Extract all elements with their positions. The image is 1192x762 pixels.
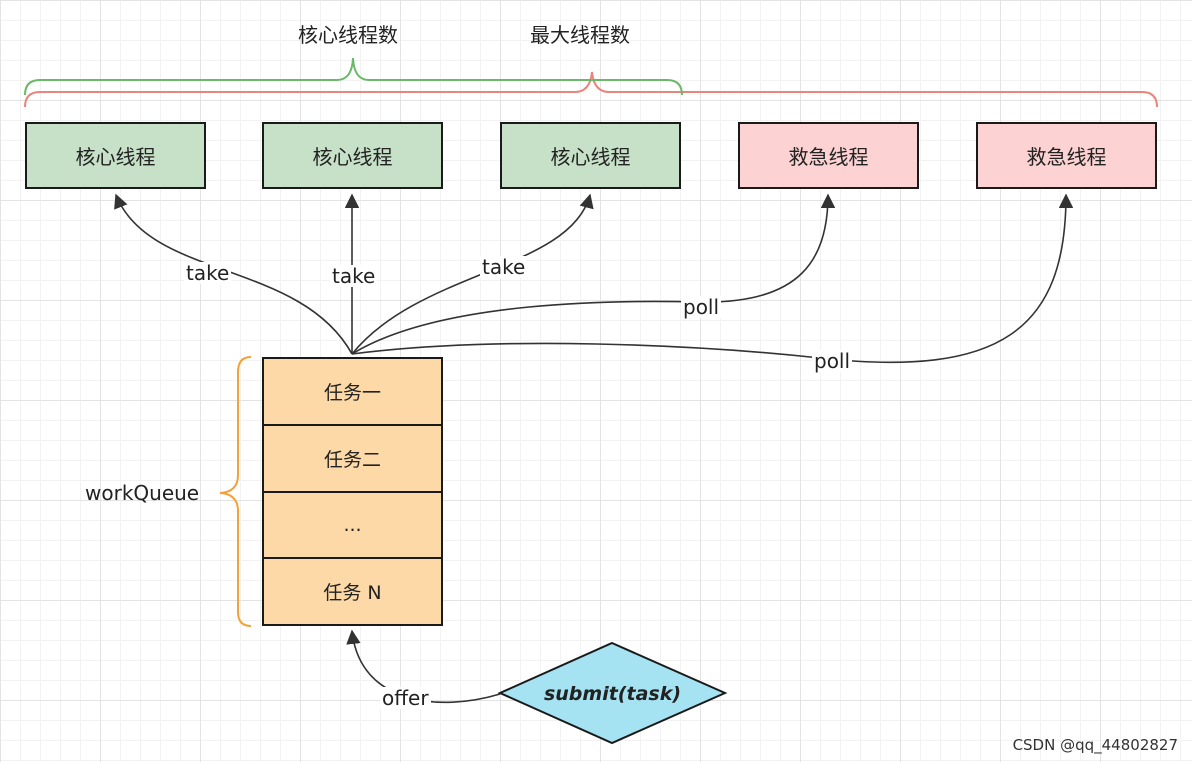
core-thread-label-1: 核心线程 (75, 145, 156, 169)
work-queue-label: workQueue (85, 481, 200, 505)
poll-label-2: poll (812, 349, 853, 373)
watermark: CSDN @qq_44802827 (1012, 736, 1178, 754)
rescue-thread-label-2: 救急线程 (1026, 145, 1107, 169)
work-queue: 任务一 任务二 ... 任务 N (262, 357, 443, 626)
poll-edge-1 (351, 193, 836, 355)
take-label-3: take (480, 255, 528, 279)
core-thread-node-1: 核心线程 (25, 122, 206, 189)
poll-edge-2 (351, 193, 1074, 364)
queue-task-2: 任务二 (264, 426, 441, 493)
submit-task-label: submit(task) (543, 683, 682, 705)
submit-diamond (497, 641, 728, 745)
take-edge-1 (114, 193, 353, 355)
queue-task-1: 任务一 (264, 359, 441, 426)
core-threads-brace (24, 57, 683, 96)
queue-task-ellipsis: ... (264, 493, 441, 560)
max-threads-brace (24, 71, 1158, 108)
offer-label: offer (380, 686, 431, 710)
rescue-thread-node-1: 救急线程 (738, 122, 919, 189)
take-label-1: take (184, 261, 232, 285)
max-thread-count-label: 最大线程数 (530, 23, 630, 47)
rescue-thread-node-2: 救急线程 (976, 122, 1157, 189)
work-queue-brace (219, 356, 252, 627)
take-edge-3 (351, 193, 594, 355)
core-thread-node-2: 核心线程 (262, 122, 443, 189)
queue-task-n: 任务 N (323, 582, 382, 605)
rescue-thread-label-1: 救急线程 (788, 145, 869, 169)
core-thread-label-3: 核心线程 (550, 145, 631, 169)
poll-label-1: poll (681, 295, 722, 319)
core-thread-count-label: 核心线程数 (298, 23, 398, 47)
core-thread-node-3: 核心线程 (500, 122, 681, 189)
core-thread-label-2: 核心线程 (312, 145, 393, 169)
take-label-2: take (330, 264, 378, 288)
